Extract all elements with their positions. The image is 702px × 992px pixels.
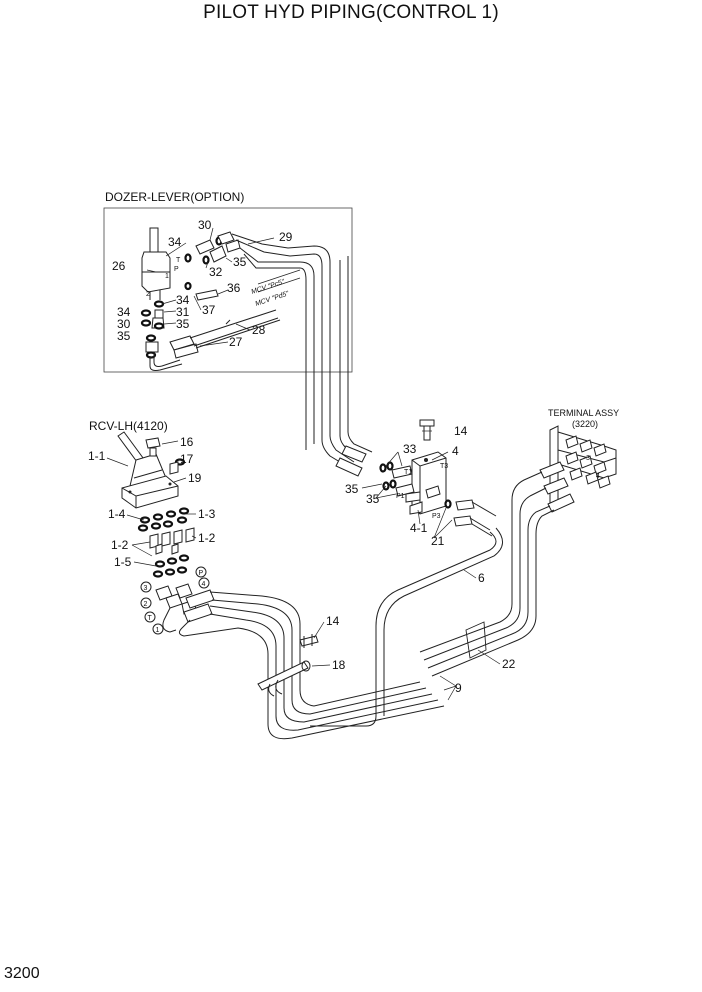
callout-18: 18: [332, 658, 346, 672]
clamp-18: [257, 634, 319, 697]
callout-6: 6: [478, 571, 485, 585]
leader-lines: [106, 227, 501, 701]
dozer-fittings-upper: [184, 231, 241, 301]
callout-4-1: 4-1: [410, 521, 428, 535]
callout-4: 4: [452, 444, 459, 458]
callout-30: 30: [117, 317, 131, 331]
pipe-6: [310, 527, 503, 727]
svg-text:T: T: [148, 615, 153, 622]
callout-26: 26: [112, 259, 126, 273]
callout-30: 30: [198, 218, 212, 232]
svg-text:4: 4: [202, 581, 206, 588]
callout-21: 21: [431, 534, 445, 548]
svg-text:1: 1: [165, 273, 169, 280]
callout-1-4: 1-4: [108, 507, 126, 521]
callout-34: 34: [176, 293, 190, 307]
svg-text:T1: T1: [404, 469, 412, 476]
svg-text:T3: T3: [440, 463, 448, 470]
svg-text:P: P: [199, 570, 204, 577]
callout-1-3: 1-3: [198, 507, 216, 521]
callout-17: 17: [180, 452, 194, 466]
terminal-pipes: [419, 461, 575, 677]
callout-31: 31: [176, 305, 190, 319]
callout-1-2: 1-2: [111, 538, 129, 552]
callout-36: 36: [227, 281, 241, 295]
svg-text:(3220): (3220): [572, 419, 598, 429]
svg-text:1: 1: [156, 627, 160, 634]
svg-text:TERMINAL ASSY: TERMINAL ASSY: [548, 408, 619, 418]
svg-text:3: 3: [144, 585, 148, 592]
svg-text:2: 2: [144, 601, 148, 608]
svg-text:P3: P3: [432, 513, 441, 520]
callout-37: 37: [202, 303, 216, 317]
callout-9: 9: [455, 681, 462, 695]
callout-35: 35: [117, 329, 131, 343]
callout-1-2: 1-2: [198, 531, 216, 545]
svg-text:2: 2: [146, 291, 150, 298]
callout-16: 16: [180, 435, 194, 449]
callout-14: 14: [326, 614, 340, 628]
callout-14: 14: [454, 424, 468, 438]
callout-27: 27: [229, 335, 243, 349]
svg-text:P: P: [174, 266, 179, 273]
callout-29: 29: [279, 230, 293, 244]
svg-text:RCV-LH(4120): RCV-LH(4120): [89, 419, 168, 433]
callout-35: 35: [233, 255, 247, 269]
callout-1-5: 1-5: [114, 555, 132, 569]
svg-text:4: 4: [596, 473, 600, 480]
callout-35: 35: [345, 482, 359, 496]
callout-35: 35: [176, 317, 190, 331]
dozer-fittings-lower: [140, 300, 165, 359]
callout-34: 34: [117, 305, 131, 319]
svg-text:T: T: [176, 257, 181, 264]
page-number: 3200: [4, 965, 40, 982]
svg-text:3: 3: [586, 455, 590, 462]
callout-22: 22: [502, 657, 516, 671]
callout-32: 32: [209, 265, 223, 279]
callout-35: 35: [366, 492, 380, 506]
dozer-hoses: MCV "Pc5" MCV "Pd5": [149, 269, 301, 371]
dozer-down-pipes: [321, 256, 373, 477]
callout-1-1: 1-1: [88, 449, 106, 463]
callout-19: 19: [188, 471, 202, 485]
callout-numbers: 26 34 30 29 32 35 36 34 37 34 31 30 35 3…: [88, 218, 516, 695]
page-title: PILOT HYD PIPING(CONTROL 1): [203, 2, 499, 23]
callout-34: 34: [168, 235, 182, 249]
dozer-lever-group: DOZER-LEVER(OPTION) T P 1 2: [103, 190, 353, 450]
rcv-lh-group: RCV-LH(4120): [89, 419, 186, 509]
rcv-fittings: 3 2 T 1 4 P: [137, 507, 210, 635]
svg-text:P1: P1: [396, 493, 405, 500]
callout-33: 33: [403, 442, 417, 456]
callout-28: 28: [252, 323, 266, 337]
dozer-lever-label: DOZER-LEVER(OPTION): [105, 190, 244, 204]
junction-block: T1 P1 T3 P3: [379, 419, 497, 537]
